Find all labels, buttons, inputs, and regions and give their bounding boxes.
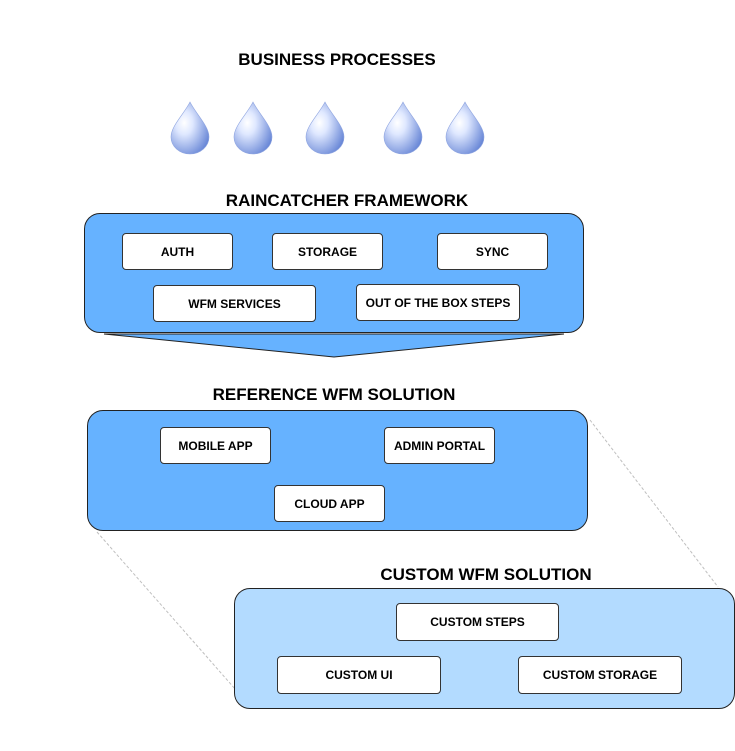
- custom-steps-box: CUSTOM STEPS: [396, 603, 559, 641]
- wfm-services-box: WFM SERVICES: [153, 285, 316, 322]
- water-drop-icon: [170, 101, 210, 155]
- raincatcher-framework-panel: AUTH STORAGE SYNC WFM SERVICES OUT OF TH…: [84, 213, 584, 333]
- reference-wfm-solution-panel: MOBILE APP ADMIN PORTAL CLOUD APP: [87, 410, 588, 531]
- water-drop-icon: [305, 101, 345, 155]
- reference-to-custom-left-line: [96, 531, 237, 691]
- custom-wfm-solution-panel: CUSTOM STEPS CUSTOM UI CUSTOM STORAGE: [234, 588, 735, 709]
- water-drop-icon: [445, 101, 485, 155]
- storage-box: STORAGE: [272, 233, 383, 270]
- sync-box: SYNC: [437, 233, 548, 270]
- custom-ui-box: CUSTOM UI: [277, 656, 441, 694]
- custom-storage-box: CUSTOM STORAGE: [518, 656, 682, 694]
- cloud-app-box: CLOUD APP: [274, 485, 385, 522]
- custom-wfm-solution-title: CUSTOM WFM SOLUTION: [380, 565, 592, 584]
- reference-wfm-solution-title: REFERENCE WFM SOLUTION: [212, 385, 456, 404]
- out-of-the-box-steps-box: OUT OF THE BOX STEPS: [356, 284, 520, 321]
- mobile-app-box: MOBILE APP: [160, 427, 271, 464]
- water-drop-icon: [233, 101, 273, 155]
- raincatcher-framework-title: RAINCATCHER FRAMEWORK: [225, 191, 469, 210]
- framework-funnel: [103, 333, 565, 358]
- admin-portal-box: ADMIN PORTAL: [384, 427, 495, 464]
- auth-box: AUTH: [122, 233, 233, 270]
- water-drop-icon: [383, 101, 423, 155]
- reference-to-custom-right-line: [589, 419, 719, 588]
- business-processes-title: BUSINESS PROCESSES: [238, 50, 436, 69]
